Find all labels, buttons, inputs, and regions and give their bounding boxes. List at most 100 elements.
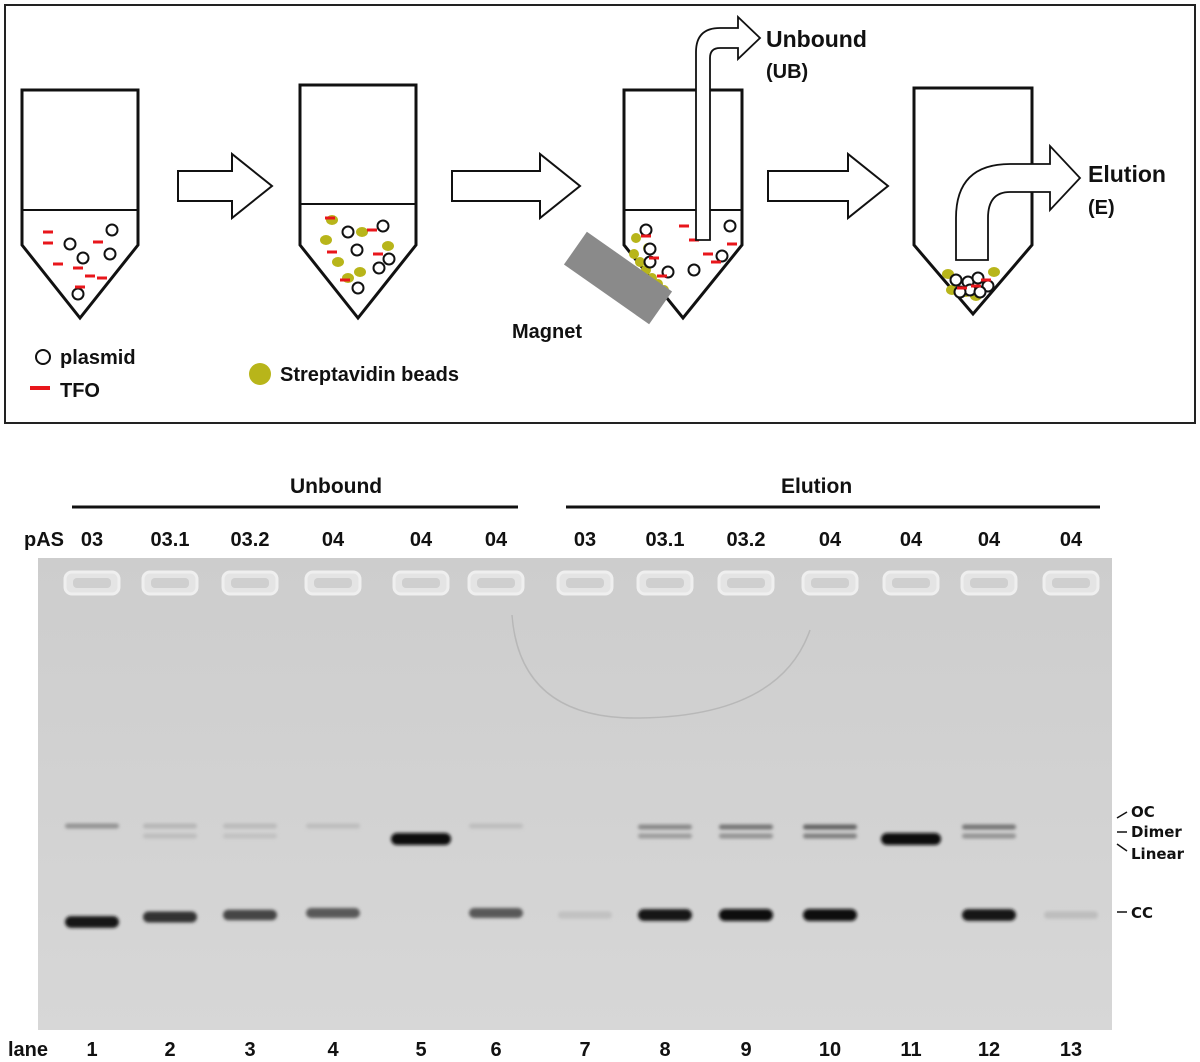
gel-wells [63,570,1100,596]
lane-number: 13 [1060,1039,1082,1061]
plasmid-icon [715,249,729,263]
group-label-elution: Elution [781,475,852,498]
plasmid-icon [382,252,396,266]
tfo-mark [327,250,337,254]
legend-plasmid-label: plasmid [60,347,136,369]
plasmid-lane-label: 03 [81,529,103,551]
gel-well-inner [811,578,849,588]
band-label-dimer: Dimer [1131,823,1182,841]
gel-band-cc [1044,911,1098,919]
plasmid-lane-label: 03.2 [231,529,270,551]
gel-band-dimer [803,833,857,839]
plasmid-lane-label: 03.2 [727,529,766,551]
elution-label: Elution [1088,161,1166,187]
gel-band-cc [803,909,857,921]
tube-1-contents [43,223,119,301]
plasmid-icon [971,271,985,285]
tfo-mark [43,230,53,234]
gel-band-oc [638,824,692,830]
tfo-mark [340,278,350,282]
lane-number: 3 [244,1039,255,1061]
band-labels: OC Dimer Linear CC [1116,803,1185,922]
unbound-arrow [695,14,762,241]
unbound-label: Unbound [766,26,867,52]
unbound-abbr: (UB) [766,61,808,83]
tfo-mark [957,286,967,290]
gel-band-dimer [962,833,1016,839]
gel-well-inner [314,578,352,588]
plasmid-icon [350,243,364,257]
gel-well-inner [892,578,930,588]
bead-icon [988,267,1000,277]
lane-number: 8 [659,1039,670,1061]
tfo-mark [75,285,85,289]
lane-number: 5 [415,1039,426,1061]
tfo-mark [85,274,95,278]
tfo-mark [649,256,659,260]
plasmid-icon [71,287,85,301]
tube-1 [20,88,140,321]
lane-number: 7 [579,1039,590,1061]
plasmid-row-label: pAS [24,529,64,551]
gel-band-oc [803,824,857,830]
gel-band-cc [719,909,773,921]
gel-band-dimer [719,833,773,839]
tfo-mark [981,278,991,282]
band-label-oc: OC [1131,803,1155,821]
lane-number: 4 [327,1039,339,1061]
gel-well-inner [727,578,765,588]
tfo-mark [367,228,377,232]
plasmid-icon [643,242,657,256]
magnet [563,231,673,325]
bead-icon [320,235,332,245]
gel-band-cc [143,911,197,923]
gel-band-oc [223,823,277,829]
tfo-mark [689,238,699,242]
tfo-mark [53,262,63,266]
bead-icon [354,267,366,277]
plasmid-icon [973,285,987,299]
tfo-mark [727,242,737,246]
elution-arrow [955,143,1082,261]
lane-number: 2 [164,1039,175,1061]
lane-row-label: lane [8,1039,48,1061]
bead-icon [356,227,368,237]
gel-band-dimer [143,833,197,839]
band-label-linear: Linear [1131,845,1185,863]
magnet-label: Magnet [512,321,582,343]
plasmid-lane-label: 03 [574,529,596,551]
legend-beads-label: Streptavidin beads [280,364,459,386]
tfo-mark [641,234,651,238]
gel-band-dimer [638,833,692,839]
gel-band-oc [65,823,119,829]
lane-number: 6 [490,1039,501,1061]
process-arrow-1 [177,151,274,221]
plasmid-icon [341,225,355,239]
plasmid-lane-label: 04 [1060,529,1083,551]
tfo-mark [971,284,981,288]
legend-tfo-label: TFO [60,380,100,402]
band-label-cc: CC [1131,904,1153,922]
gel-image [38,558,1112,1030]
plasmid-lane-label: 04 [410,529,433,551]
elution-abbr: (E) [1088,197,1115,219]
plasmid-lane-label: 04 [322,529,345,551]
gel-band-cc [962,909,1016,921]
tfo-mark [325,216,335,220]
plasmid-lane-label: 03.1 [646,529,685,551]
plasmid-icon [372,261,386,275]
bead-icon [629,249,639,259]
tfo-mark [711,260,721,264]
lane-number: 9 [740,1039,751,1061]
tfo-mark [73,266,83,270]
gel-band-oc [469,823,523,829]
tfo-mark [93,240,103,244]
tfo-mark [679,224,689,228]
gel-well-inner [566,578,604,588]
plasmid-icon [639,223,653,237]
plasmid-icon [351,281,365,295]
bead-icon [635,257,645,267]
plasmid-lane-label: 04 [485,529,508,551]
bead-icon [332,257,344,267]
